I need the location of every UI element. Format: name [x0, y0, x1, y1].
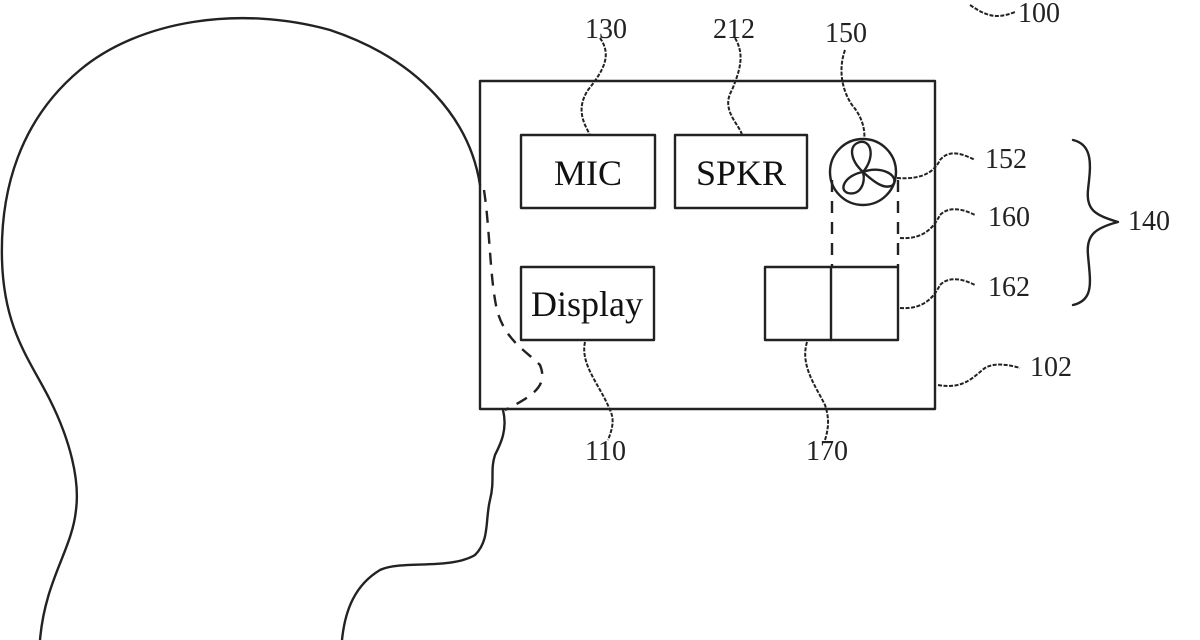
leader-162: [899, 278, 976, 310]
mic-box: [519, 133, 657, 210]
leader-110: [583, 341, 614, 441]
ref-160: 160: [988, 202, 1030, 233]
speaker-label: SPKR: [696, 153, 786, 193]
leader-160: [899, 208, 976, 240]
leader-152: [896, 152, 976, 180]
ref-162: 162: [988, 272, 1030, 303]
display-box: [519, 265, 656, 342]
leader-100: [969, 4, 1016, 17]
leader-170: [804, 341, 829, 441]
fan-icon: [828, 137, 898, 207]
ref-152: 152: [985, 144, 1027, 175]
leader-130: [580, 37, 607, 136]
head-outline: [0, 16, 482, 640]
ref-100: 100: [1018, 0, 1060, 29]
ref-130: 130: [585, 14, 627, 45]
display-label: Display: [531, 284, 643, 324]
ref-140: 140: [1128, 206, 1170, 237]
housing-102: [478, 79, 937, 411]
leader-212: [727, 37, 743, 136]
nose-outline-hidden: [482, 189, 544, 412]
ref-110: 110: [585, 436, 626, 467]
leader-102: [937, 363, 1021, 387]
ref-150: 150: [825, 18, 867, 49]
mic-label: MIC: [554, 153, 622, 193]
brace-140: [1071, 138, 1120, 307]
leader-150: [840, 49, 866, 141]
ref-212: 212: [713, 14, 755, 45]
ref-170: 170: [806, 436, 848, 467]
ref-102: 102: [1030, 352, 1072, 383]
face-profile: [340, 408, 506, 640]
